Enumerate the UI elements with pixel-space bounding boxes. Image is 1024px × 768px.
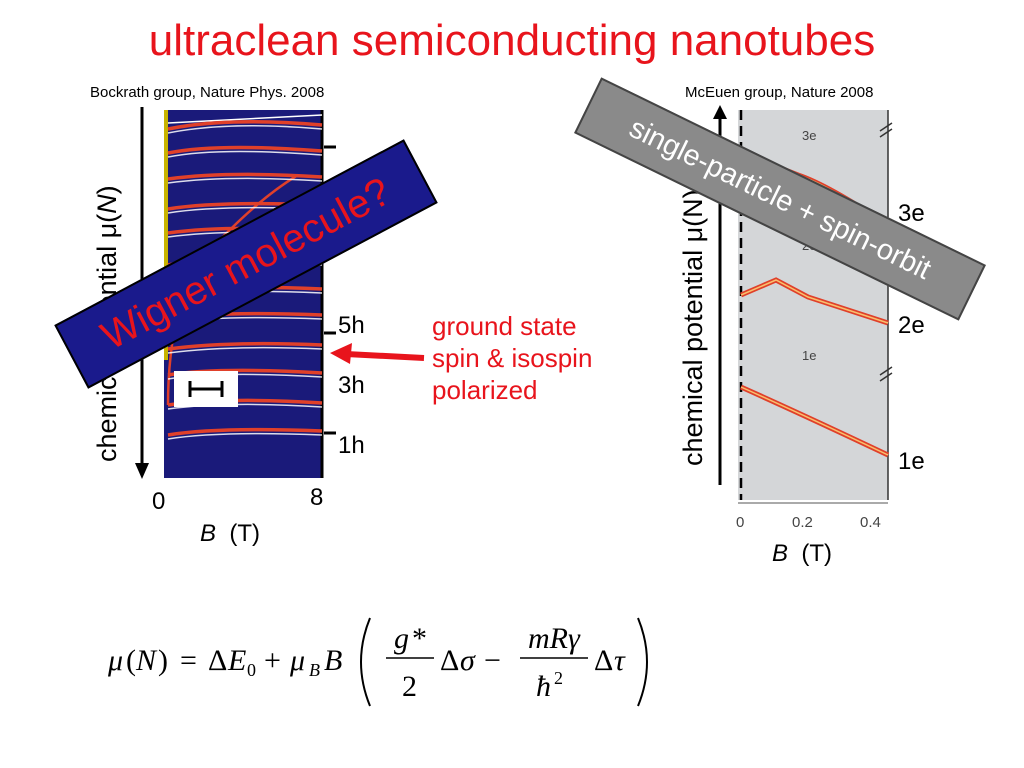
- svg-text:B: B: [324, 644, 342, 677]
- trace-line: [167, 172, 323, 181]
- svg-text:mRγ: mRγ: [528, 622, 581, 655]
- trace-line: [167, 341, 323, 351]
- svg-text:σ: σ: [460, 644, 476, 677]
- level-label-1h: 1h: [338, 432, 365, 459]
- svg-text:Δ: Δ: [208, 644, 227, 677]
- level-label-2e: 2e: [898, 312, 925, 339]
- ground-state-note: ground state spin & isospin polarized: [432, 311, 593, 405]
- level-label-3h: 3h: [338, 372, 365, 399]
- right-xlabel: B (T): [772, 540, 833, 567]
- svg-text:B: B: [309, 660, 320, 680]
- red-arrow: [330, 343, 425, 364]
- inner-label-3e: 3e: [802, 128, 817, 143]
- svg-text:=: =: [180, 644, 197, 677]
- trace-line: [167, 427, 323, 437]
- chemical-potential-formula: μ ( N ) = Δ E 0 + μ B B g * 2 Δ σ − mRγ …: [108, 617, 648, 707]
- trace-line: [167, 120, 323, 131]
- level-label-1e: 1e: [898, 448, 925, 475]
- left-x-min: 0: [152, 488, 166, 515]
- svg-text:2: 2: [554, 668, 563, 688]
- inner-label-1e: 1e: [802, 348, 817, 363]
- level-label-5h: 5h: [338, 312, 365, 339]
- svg-text:ħ: ħ: [536, 670, 551, 703]
- page-title: ultraclean semiconducting nanotubes: [148, 16, 876, 65]
- right-ylabel: chemical potential μ(N): [678, 189, 708, 466]
- x-tick-0.2: 0.2: [792, 514, 813, 531]
- left-edge-strip: [164, 110, 168, 360]
- right-citation: McEuen group, Nature 2008: [685, 84, 874, 101]
- svg-text:(: (: [126, 644, 136, 677]
- left-citation: Bockrath group, Nature Phys. 2008: [90, 84, 325, 101]
- svg-text:μ: μ: [289, 644, 305, 677]
- right-axis-arrowhead: [713, 105, 727, 119]
- x-tick-0: 0: [736, 514, 745, 531]
- left-x-max: 8: [310, 484, 324, 511]
- svg-text:E: E: [227, 644, 246, 677]
- svg-text:): ): [158, 644, 168, 677]
- svg-text:2: 2: [402, 670, 417, 703]
- left-axis-arrowhead: [135, 463, 149, 479]
- left-xlabel: B (T): [200, 520, 261, 547]
- level-label-3e: 3e: [898, 200, 925, 227]
- svg-text:−: −: [484, 644, 501, 677]
- svg-text:g: g: [394, 622, 409, 655]
- svg-text:+: +: [264, 644, 281, 677]
- x-tick-0.4: 0.4: [860, 514, 881, 531]
- svg-text:N: N: [135, 644, 158, 677]
- svg-text:Δ: Δ: [594, 644, 613, 677]
- trace-line: [167, 145, 323, 155]
- svg-text:μ: μ: [108, 644, 123, 677]
- svg-text:Δ: Δ: [440, 644, 459, 677]
- svg-text:*: *: [412, 622, 427, 655]
- svg-text:0: 0: [247, 660, 256, 680]
- svg-text:τ: τ: [614, 644, 626, 677]
